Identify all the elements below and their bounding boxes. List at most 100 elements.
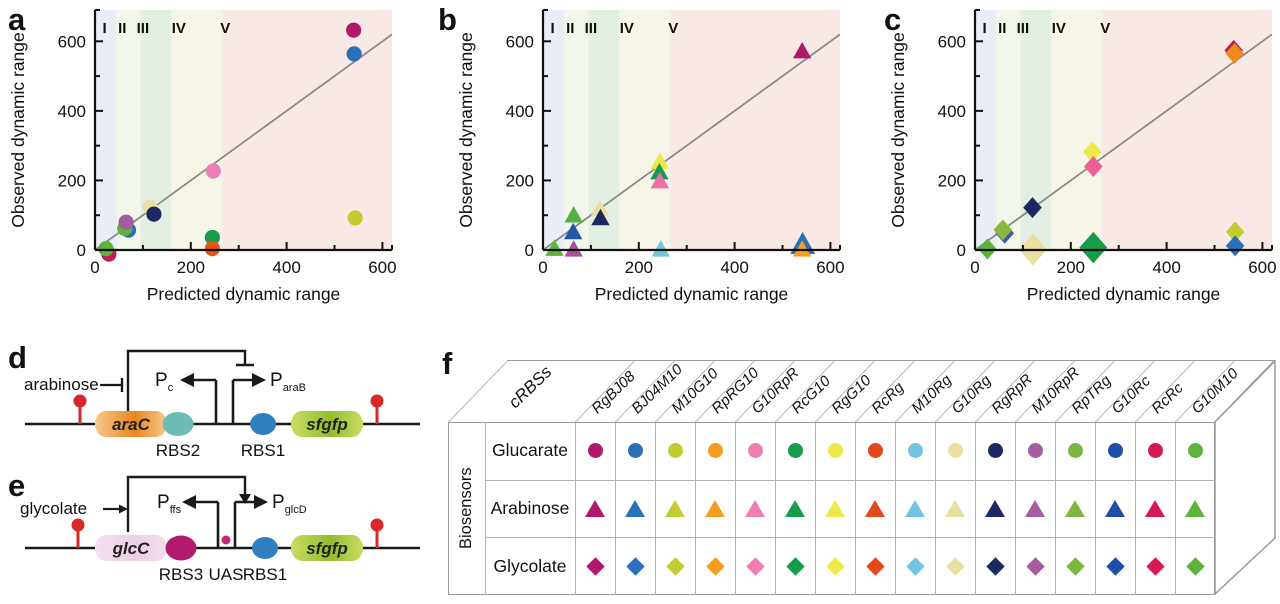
marker-triangle <box>705 499 725 517</box>
zone-band-I <box>975 10 997 250</box>
panel-label-f: f <box>442 346 453 381</box>
rbs1-icon <box>250 413 276 435</box>
x-tick-label: 600 <box>368 258 396 277</box>
gene-label: sfgfp <box>306 539 348 558</box>
grid-line <box>485 422 486 595</box>
data-point <box>347 210 363 226</box>
inducer-label: arabinose <box>24 375 99 394</box>
data-point <box>650 152 670 169</box>
x-tick-label: 0 <box>970 258 979 277</box>
x-tick-label: 200 <box>625 258 653 277</box>
y-axis-title: Observed dynamic range <box>888 32 908 228</box>
data-point <box>204 229 220 246</box>
marker-diamond <box>785 556 805 576</box>
table-cell <box>695 537 735 595</box>
grid-line <box>615 422 616 595</box>
data-point <box>1083 141 1102 163</box>
x-tick-label: 0 <box>90 258 99 277</box>
table-cell <box>975 537 1015 595</box>
zone-label: III <box>137 20 150 37</box>
grid-line <box>1055 422 1056 595</box>
y-tick-label: 400 <box>938 102 966 121</box>
zone-band-IV <box>171 10 222 250</box>
table-cell <box>815 537 855 595</box>
identity-line <box>974 33 1273 251</box>
table-cell <box>895 537 935 595</box>
activation-line <box>126 475 247 532</box>
table-cell <box>775 537 815 595</box>
y-tick-label: 200 <box>938 171 966 190</box>
marker-circle <box>747 443 763 459</box>
table-cell <box>855 422 895 480</box>
marker-triangle <box>625 499 645 517</box>
data-point <box>650 172 670 189</box>
grid-line <box>1015 422 1016 595</box>
marker-circle <box>1147 443 1163 459</box>
table-cell <box>775 422 815 480</box>
x-tick-label: 200 <box>1057 258 1085 277</box>
table-cell <box>1175 422 1215 480</box>
zone-label: I <box>550 20 554 37</box>
y-tick-label: 0 <box>525 241 534 260</box>
data-point <box>1225 42 1244 64</box>
table-cell <box>615 422 655 480</box>
data-point <box>146 206 162 222</box>
marker-diamond <box>825 556 845 576</box>
zone-label: II <box>118 20 126 37</box>
table-cell <box>935 422 975 480</box>
marker-diamond <box>1185 556 1205 576</box>
activation-arrow-icon <box>119 504 128 514</box>
data-point <box>563 222 583 240</box>
marker-triangle <box>745 499 765 517</box>
data-point <box>545 239 564 256</box>
gene-box <box>95 411 167 437</box>
y-axis-title: Observed dynamic range <box>8 32 28 228</box>
rbs2-icon <box>162 412 194 436</box>
marker-circle <box>947 443 963 459</box>
marker-circle <box>827 443 843 459</box>
table-cell <box>1135 537 1175 595</box>
grid-line <box>775 422 776 595</box>
marker-diamond <box>745 556 765 576</box>
identity-line <box>94 33 393 251</box>
terminator-icon <box>71 518 85 532</box>
marker-triangle <box>1145 499 1165 517</box>
table-cell <box>855 480 895 538</box>
grid-line <box>1175 422 1176 595</box>
gene-label: sfgfp <box>306 415 348 434</box>
x-axis-title: Predicted dynamic range <box>1027 284 1221 304</box>
marker-diamond <box>705 556 725 576</box>
y-tick-label: 600 <box>506 32 534 51</box>
table-cell <box>1135 422 1175 480</box>
marker-diamond <box>1105 556 1125 576</box>
marker-diamond <box>905 556 925 576</box>
marker-triangle <box>785 499 805 517</box>
table-cell <box>655 537 695 595</box>
marker-triangle <box>945 499 965 517</box>
terminator-icon <box>370 518 384 532</box>
data-point <box>591 208 610 226</box>
x-tick-label: 600 <box>1248 258 1276 277</box>
data-point <box>205 163 221 179</box>
terminator-icon <box>370 394 384 408</box>
terminator-icon <box>73 394 87 408</box>
zone-label: II <box>998 20 1006 37</box>
marker-circle <box>867 443 883 459</box>
data-point <box>346 46 362 62</box>
marker-triangle <box>1185 499 1205 517</box>
zone-label: III <box>1017 20 1030 37</box>
marker-diamond <box>985 556 1005 576</box>
promoter-arrow-icon <box>252 373 266 387</box>
repression-line <box>126 349 247 411</box>
grid-line <box>1095 422 1096 595</box>
marker-diamond <box>585 556 605 576</box>
promoter-arrow-icon <box>182 495 196 509</box>
gene-box <box>291 535 363 561</box>
marker-triangle <box>1065 499 1085 517</box>
data-point <box>1084 156 1103 178</box>
y-tick-label: 400 <box>58 102 86 121</box>
gene-box <box>95 535 167 561</box>
